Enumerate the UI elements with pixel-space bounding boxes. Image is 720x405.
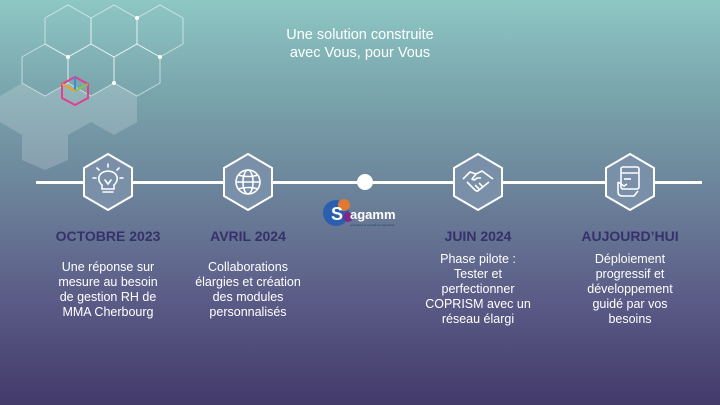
milestone-4-date: AUJOURD’HUI bbox=[581, 228, 679, 244]
lightbulb-icon bbox=[83, 152, 133, 212]
globe-icon bbox=[223, 152, 273, 212]
sagamm-logo: S agamm entreprise & conseil en ingénier… bbox=[320, 195, 420, 235]
hexagon-network-decoration bbox=[0, 4, 184, 170]
slide-title-line-2: avec Vous, pour Vous bbox=[289, 45, 431, 61]
logo-tagline: entreprise & conseil en ingénierie bbox=[350, 223, 395, 227]
milestone-2-text: Collaborations élargies et création des … bbox=[195, 260, 301, 319]
logo-text: agamm bbox=[350, 207, 396, 222]
timeline-center-dot bbox=[357, 174, 373, 190]
milestone-3-date: JUIN 2024 bbox=[444, 228, 512, 244]
milestone-2-date: AVRIL 2024 bbox=[210, 228, 286, 244]
hand-card-icon bbox=[605, 152, 655, 212]
slide-title-line-1: Une solution construite bbox=[286, 27, 434, 43]
milestone-3-text: Phase pilote : Tester et perfectionner C… bbox=[425, 252, 531, 326]
milestone-1-text: Une réponse sur mesure au besoin de gest… bbox=[58, 260, 158, 319]
logo-letter: S bbox=[331, 204, 343, 224]
handshake-icon bbox=[453, 152, 503, 212]
milestone-4-text: Déploiement progressif et développement … bbox=[587, 252, 673, 326]
milestone-1-date: OCTOBRE 2023 bbox=[55, 228, 161, 244]
